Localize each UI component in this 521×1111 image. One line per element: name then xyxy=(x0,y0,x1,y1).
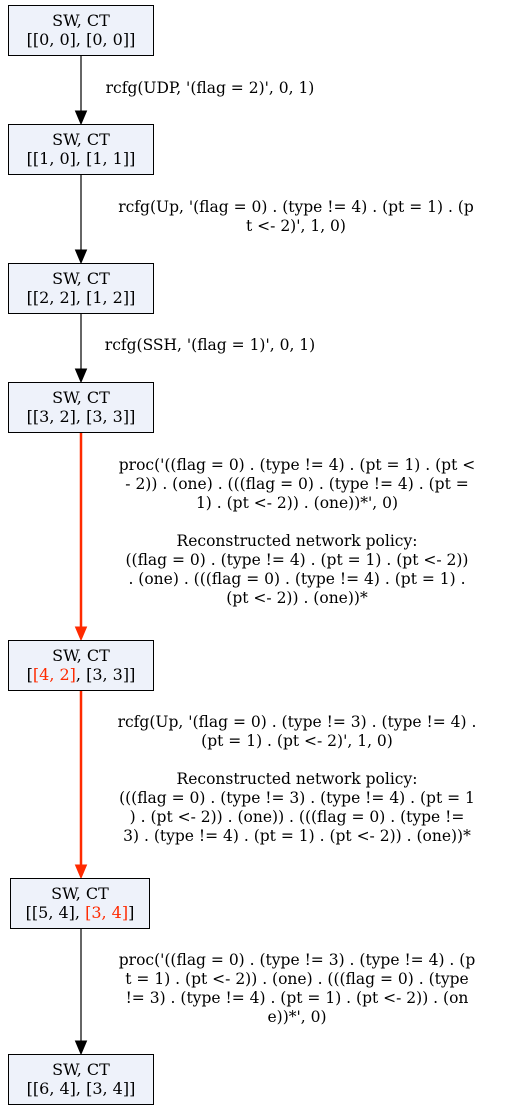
state-node-3: SW, CT[[3, 2], [3, 3]] xyxy=(8,382,154,433)
edge-label-gap xyxy=(74,751,520,770)
arrowhead-icon xyxy=(74,1040,88,1056)
node-state-b: [0, 0] xyxy=(86,30,130,49)
node-title: SW, CT xyxy=(51,884,109,903)
edge-label-line: t <- 2)', 1, 0) xyxy=(246,217,346,235)
node-state: [[5, 4], [3, 4]] xyxy=(25,903,135,922)
node-title: SW, CT xyxy=(52,1060,110,1079)
node-state-b: [1, 1] xyxy=(86,149,130,168)
edge-label-line: (((flag = 0) . (type != 3) . (type != 4)… xyxy=(119,789,475,807)
edge-label-4: rcfg(Up, '(flag = 0) . (type != 3) . (ty… xyxy=(74,713,520,846)
edge-label-line: != 3) . (type != 4) . (pt = 1) . (pt <- … xyxy=(125,989,469,1007)
state-node-6: SW, CT[[6, 4], [3, 4]] xyxy=(8,1054,154,1105)
state-node-4: SW, CT[[4, 2], [3, 3]] xyxy=(8,640,154,691)
edge-label-line: proc('((flag = 0) . (type != 4) . (pt = … xyxy=(118,456,476,474)
arrowhead-icon xyxy=(74,249,88,265)
edge-label-1: rcfg(Up, '(flag = 0) . (type != 4) . (pt… xyxy=(76,198,516,236)
arrowhead-icon xyxy=(74,864,88,880)
node-state: [[2, 2], [1, 2]] xyxy=(26,288,136,307)
node-state-a: [5, 4] xyxy=(31,903,75,922)
edge-label-line: rcfg(Up, '(flag = 0) . (type != 3) . (ty… xyxy=(117,713,477,731)
node-state-b: [3, 4] xyxy=(85,903,129,922)
node-state: [[6, 4], [3, 4]] xyxy=(26,1079,136,1098)
edge-label-line: e))*', 0) xyxy=(267,1008,327,1026)
edge-label-line: . (one) . (((flag = 0) . (type != 4) . (… xyxy=(128,570,466,588)
state-node-2: SW, CT[[2, 2], [1, 2]] xyxy=(8,263,154,314)
edge-label-2: rcfg(SSH, '(flag = 1)', 0, 1) xyxy=(80,336,340,355)
arrowhead-icon xyxy=(74,626,88,642)
edge-label-line: ) . (pt <- 2)) . (one)) . (((flag = 0) .… xyxy=(129,808,465,826)
node-state: [[1, 0], [1, 1]] xyxy=(26,149,136,168)
state-node-1: SW, CT[[1, 0], [1, 1]] xyxy=(8,124,154,175)
arrowhead-icon xyxy=(74,368,88,384)
edge-label-line: t = 1) . (pt <- 2)) . (one) . (((flag = … xyxy=(125,970,469,988)
node-title: SW, CT xyxy=(52,130,110,149)
node-state: [[3, 2], [3, 3]] xyxy=(26,407,136,426)
node-state-a: [6, 4] xyxy=(32,1079,76,1098)
node-state-a: [1, 0] xyxy=(32,149,76,168)
arrowhead-icon xyxy=(74,110,88,126)
edge-label-line: (pt <- 2)) . (one))* xyxy=(226,589,368,607)
edge-label-line: 3) . (type != 4) . (pt = 1) . (pt <- 2))… xyxy=(123,827,471,845)
node-state-a: [4, 2] xyxy=(32,665,76,684)
edge-label-5: proc('((flag = 0) . (type != 3) . (type … xyxy=(74,951,520,1027)
node-state: [[4, 2], [3, 3]] xyxy=(26,665,136,684)
node-title: SW, CT xyxy=(52,269,110,288)
node-state-a: [2, 2] xyxy=(32,288,76,307)
node-title: SW, CT xyxy=(52,11,110,30)
edge-label-line: (pt = 1) . (pt <- 2)', 1, 0) xyxy=(201,732,393,750)
node-title: SW, CT xyxy=(52,388,110,407)
edge-label-line: rcfg(Up, '(flag = 0) . (type != 4) . (pt… xyxy=(118,198,474,216)
node-state: [[0, 0], [0, 0]] xyxy=(26,30,136,49)
edge-label-0: rcfg(UDP, '(flag = 2)', 0, 1) xyxy=(80,79,340,98)
node-state-b: [3, 3] xyxy=(86,665,130,684)
edge-label-line: rcfg(SSH, '(flag = 1)', 0, 1) xyxy=(104,336,316,354)
edge-label-line: rcfg(UDP, '(flag = 2)', 0, 1) xyxy=(105,79,315,97)
edge-label-line: - 2)) . (one) . (((flag = 0) . (type != … xyxy=(125,475,469,493)
node-title: SW, CT xyxy=(52,646,110,665)
edge-label-3: proc('((flag = 0) . (type != 4) . (pt = … xyxy=(74,456,520,608)
edge-label-line: proc('((flag = 0) . (type != 3) . (type … xyxy=(118,951,476,969)
node-state-a: [0, 0] xyxy=(32,30,76,49)
edge-label-line: 1) . (pt <- 2)) . (one))*', 0) xyxy=(195,494,399,512)
edge-label-line: Reconstructed network policy: xyxy=(176,532,418,550)
node-state-b: [3, 3] xyxy=(86,407,130,426)
edge-label-gap xyxy=(74,513,520,532)
edge-label-line: Reconstructed network policy: xyxy=(176,770,418,788)
state-node-5: SW, CT[[5, 4], [3, 4]] xyxy=(10,878,150,929)
node-state-b: [1, 2] xyxy=(86,288,130,307)
node-state-a: [3, 2] xyxy=(32,407,76,426)
edge-label-line: ((flag = 0) . (type != 4) . (pt = 1) . (… xyxy=(125,551,469,569)
state-node-0: SW, CT[[0, 0], [0, 0]] xyxy=(8,5,154,56)
node-state-b: [3, 4] xyxy=(86,1079,130,1098)
